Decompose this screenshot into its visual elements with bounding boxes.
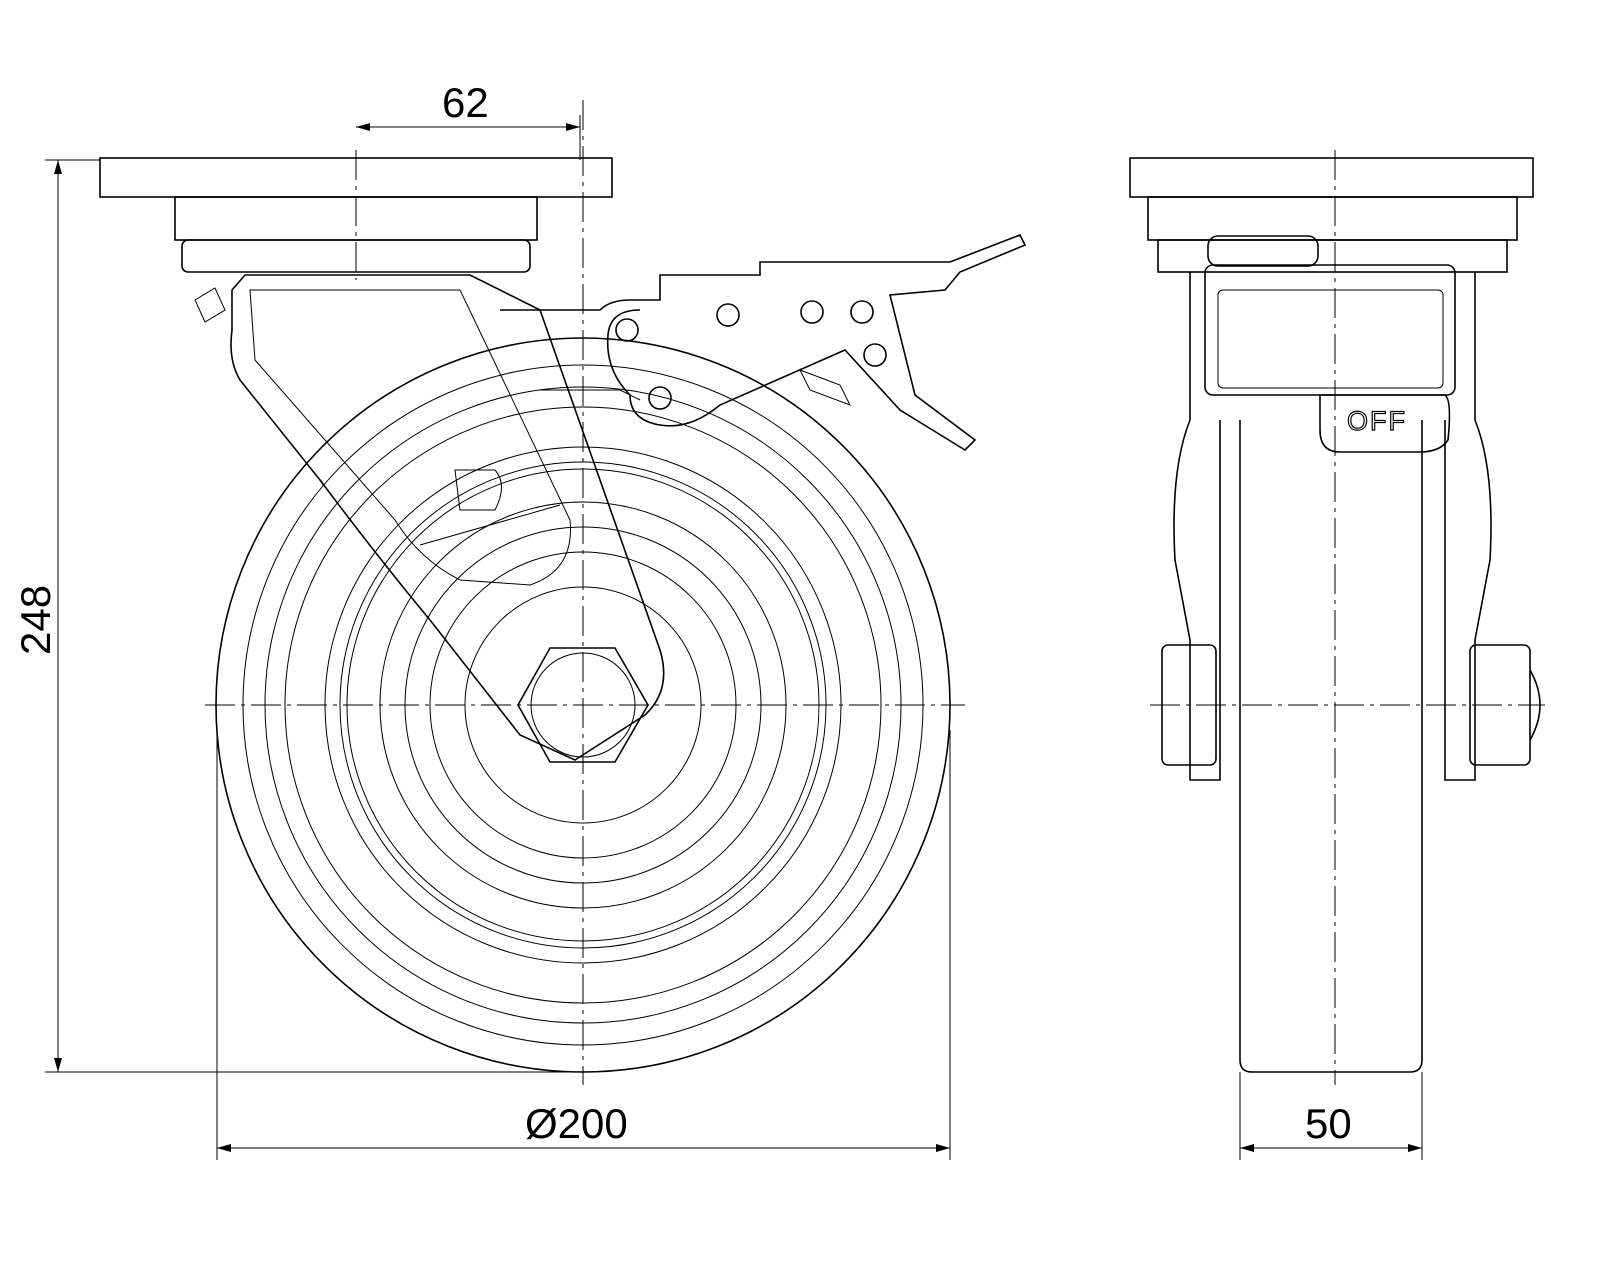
- dim-diameter-label: Ø200: [525, 1100, 628, 1147]
- dim-248-label: 248: [12, 585, 59, 655]
- brand-logo: [454, 469, 502, 511]
- brake-mechanism: [500, 233, 1027, 452]
- dimension-diameter: Ø200: [216, 730, 951, 1160]
- brake-label: OFF: [1347, 406, 1407, 436]
- brake-pedal: [1319, 394, 1451, 453]
- front-view: [99, 100, 1027, 1085]
- side-view: OFF: [1129, 150, 1545, 1085]
- centerlines-front: [205, 100, 965, 1085]
- dim-50-label: 50: [1305, 1100, 1352, 1147]
- dim-62-label: 62: [442, 79, 489, 126]
- grease-nipple: [194, 287, 226, 323]
- dimension-50: 50: [1239, 1072, 1423, 1160]
- dimension-248: 248: [12, 159, 583, 1073]
- dimension-62: 62: [356, 79, 581, 160]
